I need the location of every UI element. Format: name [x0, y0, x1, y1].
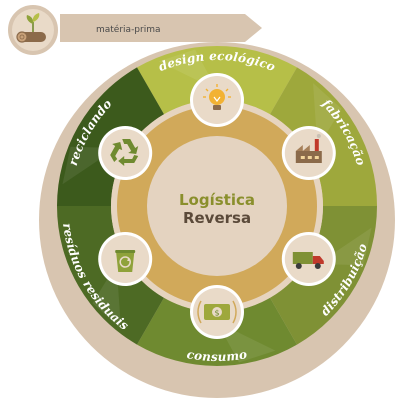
recycle-bin-icon — [115, 250, 136, 272]
segment-node-0 — [190, 73, 244, 127]
segment-label-3: consumo — [186, 347, 248, 364]
raw-material-badge — [6, 3, 60, 57]
segment-node-3: $ — [190, 285, 244, 339]
money-icon: $ — [197, 300, 237, 324]
segment-nodes: $ — [98, 73, 336, 339]
segment-node-1 — [281, 126, 336, 180]
truck-icon — [292, 252, 324, 269]
factory-icon — [295, 134, 322, 163]
raw-material-tab: matéria-prima — [60, 14, 262, 42]
segment-node-4 — [98, 232, 153, 286]
lightbulb-icon — [203, 84, 231, 110]
center-title-line1: Logística — [179, 191, 255, 209]
center-title-line2: Reversa — [183, 209, 251, 227]
svg-text:$: $ — [214, 309, 219, 318]
recycle-icon — [110, 139, 139, 166]
raw-material-label: matéria-prima — [96, 24, 161, 35]
log-sprout-icon — [16, 13, 46, 43]
segment-node-2 — [281, 232, 336, 286]
segment-node-5 — [98, 126, 153, 180]
center-disc — [147, 136, 287, 276]
